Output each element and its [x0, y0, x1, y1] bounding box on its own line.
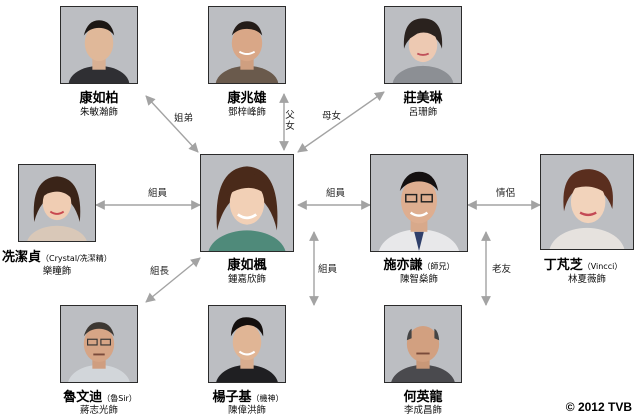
actor-hong-yu-fung: 鍾嘉欣飾 [227, 274, 266, 285]
name-hong-yu-pak: 康如柏 [79, 91, 119, 106]
link-lam-fung [297, 91, 385, 153]
portrait-icon [541, 155, 633, 249]
name-lo-man-tik: 魯文迪（魯Sir） [63, 390, 137, 405]
label-hung-fung: 父女 [285, 110, 295, 132]
link-dik-fung [145, 257, 201, 303]
name-hong-yu-fung: 康如楓 [227, 258, 267, 273]
photo-ho-ying-lung [384, 305, 462, 383]
name-ting-fan-chi: 丁芃芝（Vincci） [543, 258, 623, 273]
photo-yeung-tsz-kei [208, 305, 286, 383]
name-hong-siu-hung: 康兆雄 [227, 91, 267, 106]
actor-ting-fan-chi: 林夏薇飾 [567, 274, 606, 285]
link-pak-fung [145, 95, 199, 153]
label-fung-him: 組員 [326, 188, 346, 199]
copyright-notice: © 2012 TVB [565, 400, 632, 414]
portrait-icon [385, 306, 461, 382]
name-chong-mei-lam: 莊美琳 [403, 91, 443, 106]
label-lam-fung: 母女 [322, 111, 342, 122]
portrait-icon [201, 155, 293, 251]
label-pak-fung: 姐弟 [174, 113, 194, 124]
label-him-lung: 老友 [492, 264, 512, 275]
actor-ho-ying-lung: 李成昌飾 [403, 405, 442, 416]
photo-lo-man-tik [60, 305, 138, 383]
label-him-vincci: 情侶 [496, 188, 516, 199]
actor-lo-man-tik: 蔣志光飾 [79, 405, 118, 416]
portrait-icon [209, 7, 285, 83]
photo-hong-yu-pak [60, 6, 138, 84]
actor-sin-kit-ching: 樂瞳飾 [42, 266, 72, 277]
name-sze-yik-him: 施亦謙（師兄） [383, 258, 455, 273]
name-sin-kit-ching: 冼潔貞（Crystal/冼潔精） [2, 250, 112, 265]
label-kei-fung: 組員 [318, 264, 338, 275]
actor-hong-yu-pak: 朱敏瀚飾 [79, 107, 118, 118]
label-ching-fung: 組員 [148, 188, 168, 199]
actor-sze-yik-him: 陳智燊飾 [399, 274, 438, 285]
label-dik-fung: 組長 [150, 266, 170, 277]
portrait-icon [371, 155, 467, 251]
portrait-icon [19, 165, 95, 241]
photo-hong-siu-hung [208, 6, 286, 84]
portrait-icon [61, 306, 137, 382]
name-yeung-tsz-kei: 楊子基（機神） [212, 390, 284, 405]
name-ho-ying-lung: 何英龍 [403, 390, 443, 405]
photo-hong-yu-fung [200, 154, 294, 252]
photo-sze-yik-him [370, 154, 468, 252]
actor-chong-mei-lam: 呂珊飾 [408, 107, 438, 118]
portrait-icon [385, 7, 461, 83]
portrait-icon [61, 7, 137, 83]
actor-hong-siu-hung: 鄧梓峰飾 [227, 107, 266, 118]
actor-yeung-tsz-kei: 陳偉洪飾 [227, 405, 266, 416]
photo-sin-kit-ching [18, 164, 96, 242]
photo-ting-fan-chi [540, 154, 634, 250]
photo-chong-mei-lam [384, 6, 462, 84]
portrait-icon [209, 306, 285, 382]
